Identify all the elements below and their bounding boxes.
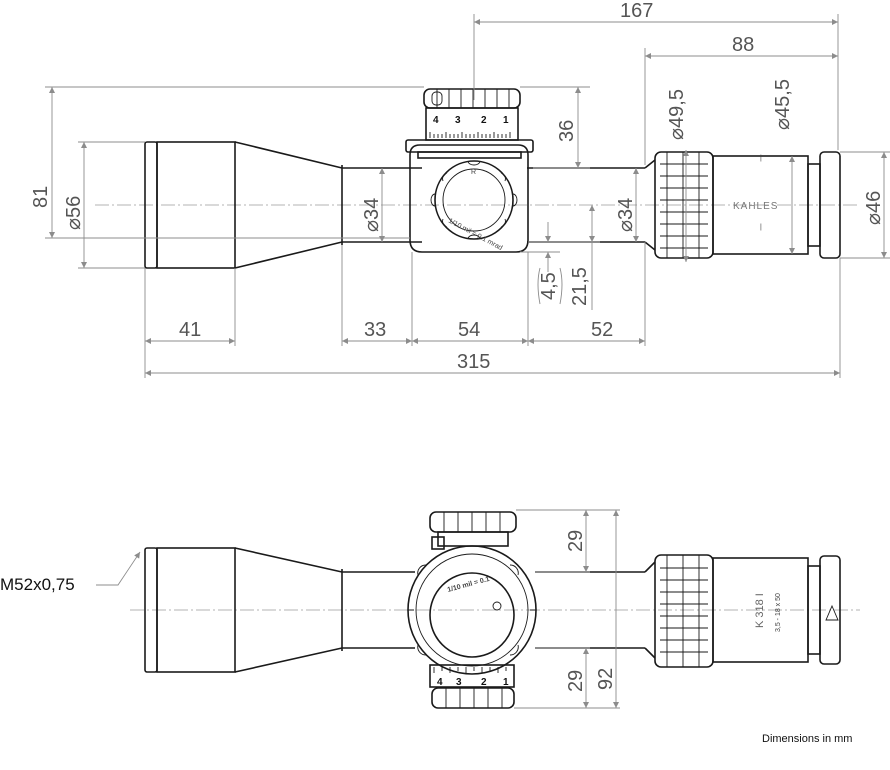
eyepiece-brand: KAHLES	[733, 201, 778, 212]
dim-dia-34-left: ⌀34	[361, 168, 385, 242]
svg-text:|: |	[760, 224, 762, 231]
dimension-label: ⌀56	[63, 196, 85, 230]
dimension-label: ⌀34	[615, 198, 637, 232]
dim-52: 52	[591, 319, 613, 341]
top-eyepiece: K 318 I 3,5 - 18 x 50	[644, 554, 841, 668]
dim-167: 167	[473, 0, 839, 150]
dimension-label: ⌀45,5	[772, 79, 794, 130]
objective-bell	[144, 141, 343, 269]
dimension-label: 29	[565, 530, 587, 552]
dimension-label: 21,5	[569, 267, 591, 306]
top-turret-number-4: 4	[437, 677, 443, 688]
saddle-housing: 1/10 mil = 0.1 mrad R	[409, 144, 529, 253]
dim-dia-46: ⌀46	[840, 151, 890, 259]
side-view: 1/10 mil = 0.1 mrad R 4 3	[30, 0, 890, 378]
dimension-label: 29	[565, 670, 587, 692]
turret-number-3: 3	[455, 115, 461, 126]
top-view: 1/10 mil = 0.1 4 3 2 1	[0, 509, 860, 709]
dim-315: 315	[457, 351, 490, 373]
units-note: Dimensions in mm	[762, 733, 852, 745]
dim-dia-49-5: ⌀49,5	[666, 89, 689, 262]
dim-81: 81	[30, 86, 424, 239]
dim-4-5-21-5: 4,5 21,5	[520, 205, 600, 310]
dimension-label: 4,5	[538, 272, 560, 300]
turret-number-4: 4	[433, 115, 439, 126]
dimension-label: 36	[556, 120, 578, 142]
dim-54: 54	[458, 319, 480, 341]
turret-number-2: 2	[481, 115, 487, 126]
dim-dia-56: ⌀56	[63, 141, 145, 269]
dim-dia-45-5: ⌀45,5	[772, 79, 795, 254]
top-elevation-turret	[429, 511, 517, 550]
turret-number-1: 1	[503, 115, 509, 126]
dimension-label: 81	[30, 186, 52, 208]
dimension-label: 88	[732, 34, 754, 56]
top-turret-number-1: 1	[503, 677, 509, 688]
dim-29-bottom: 29	[514, 647, 620, 709]
dim-dia-34-right: ⌀34	[615, 168, 639, 242]
dimension-label: 167	[620, 0, 653, 22]
thread-label: M52x0,75	[0, 575, 75, 594]
top-bottom-turret: 4 3 2 1	[429, 664, 515, 709]
elevation-turret: 4 3 2 1	[405, 88, 534, 159]
thread-callout: M52x0,75	[0, 551, 141, 594]
dim-88: 88	[644, 34, 838, 165]
dim-92: 92	[595, 510, 619, 708]
dimension-label: ⌀49,5	[666, 89, 688, 140]
svg-text:|: |	[760, 155, 762, 162]
top-turret-side-text: 1/10 mil = 0.1	[447, 576, 491, 594]
dim-36: 36	[520, 86, 590, 169]
top-model-sub: 3,5 - 18 x 50	[775, 593, 782, 632]
top-turret-number-3: 3	[456, 677, 462, 688]
dim-41: 41	[179, 319, 201, 341]
dimension-label: 92	[595, 668, 617, 690]
dim-29-top: 29	[516, 509, 620, 573]
top-model-label: K 318 I	[754, 593, 766, 628]
top-turret-number-2: 2	[481, 677, 487, 688]
dimension-label: ⌀46	[863, 191, 885, 225]
turret-top-letter: R	[471, 169, 476, 176]
dim-lengths: 41 33 54 52 315	[144, 242, 841, 378]
dim-33: 33	[364, 319, 386, 341]
triangle-marker	[825, 604, 839, 621]
dimension-label: ⌀34	[361, 198, 383, 232]
